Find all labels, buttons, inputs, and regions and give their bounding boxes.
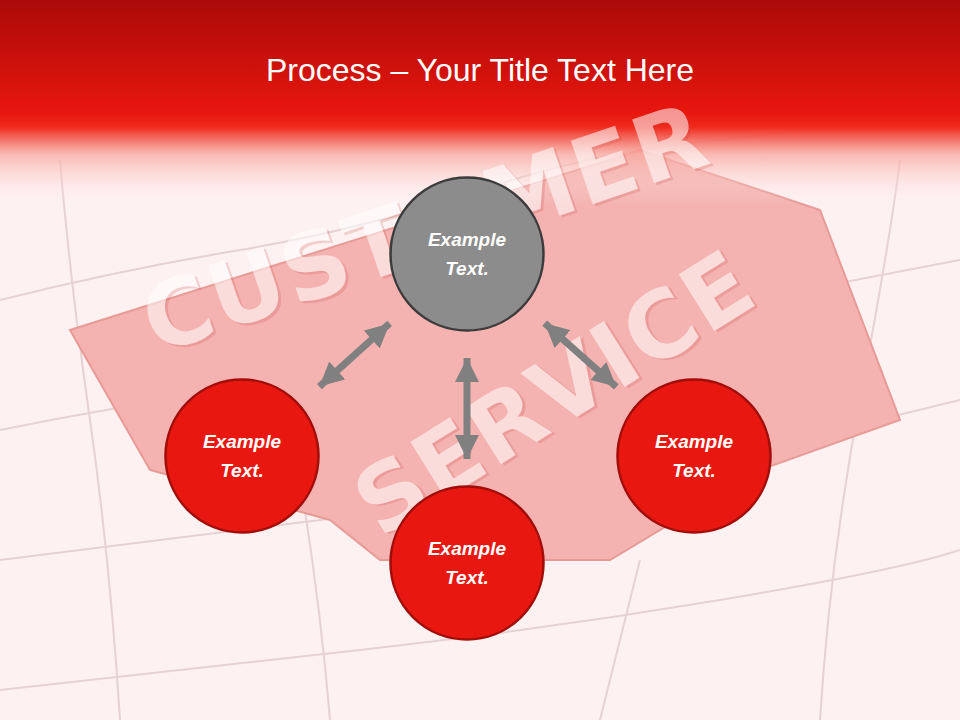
circle-shape bbox=[391, 178, 544, 331]
process-circle: Example Text. bbox=[164, 378, 320, 534]
circle-outline bbox=[389, 176, 545, 332]
double-arrow bbox=[545, 323, 617, 387]
process-circle: Example Text. bbox=[389, 176, 545, 332]
circle-outline bbox=[164, 378, 320, 534]
node-label: Example Text. bbox=[417, 534, 517, 592]
slide-title: Process – Your Title Text Here bbox=[0, 52, 960, 89]
double-arrow bbox=[319, 323, 389, 386]
node-label: Example Text. bbox=[417, 225, 517, 283]
node-label: Example Text. bbox=[644, 427, 744, 485]
double-arrow bbox=[464, 358, 471, 459]
process-circle: Example Text. bbox=[389, 485, 545, 641]
circle-outline bbox=[616, 378, 772, 534]
circle-shape bbox=[391, 487, 544, 640]
circle-shape bbox=[618, 380, 771, 533]
process-circle: Example Text. bbox=[616, 378, 772, 534]
circle-shape bbox=[166, 380, 319, 533]
circle-outline bbox=[389, 485, 545, 641]
node-label: Example Text. bbox=[192, 427, 292, 485]
